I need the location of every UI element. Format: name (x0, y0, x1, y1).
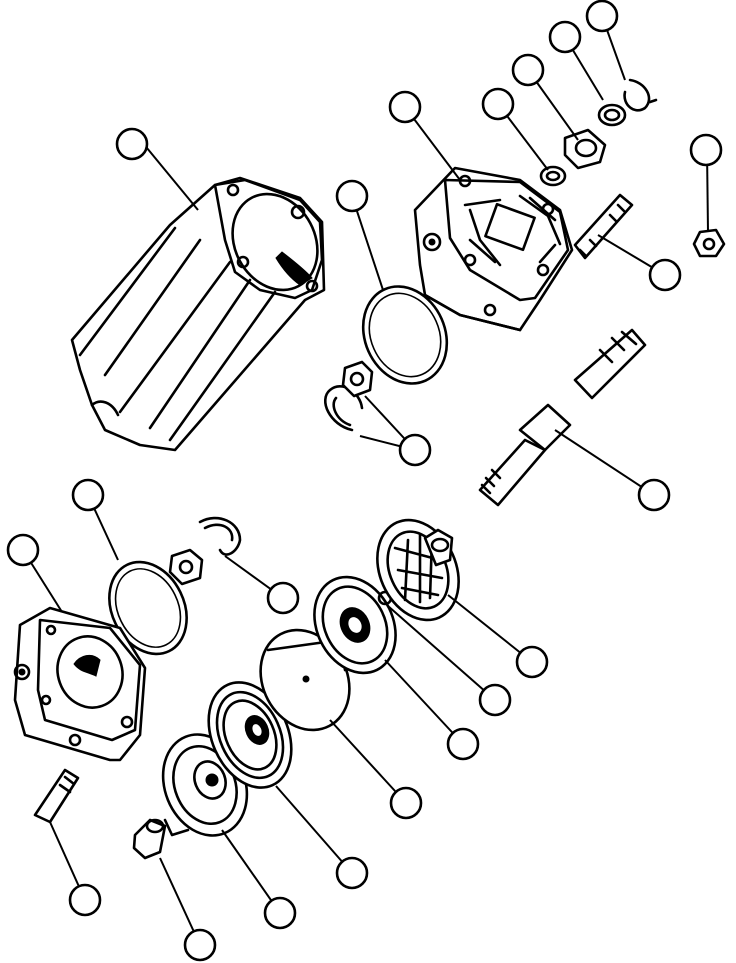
callout-3 (388, 90, 422, 124)
acorn-nut (692, 228, 726, 258)
end-cap-upper (413, 166, 574, 332)
stud-upper (573, 193, 634, 260)
callout-17 (446, 727, 480, 761)
o-ring-upper (361, 285, 449, 385)
callout-5 (511, 53, 545, 87)
end-cap-lower (13, 606, 147, 762)
callout-20 (263, 896, 297, 930)
callout-14 (266, 581, 300, 615)
callout-11 (637, 478, 671, 512)
callout-9 (648, 258, 682, 292)
callout-13 (6, 533, 40, 567)
bushing-1 (539, 165, 567, 187)
piston-seal (207, 681, 293, 789)
callout-4 (481, 87, 515, 121)
callout-2 (335, 179, 369, 213)
cylinder-barrel (70, 176, 326, 452)
callout-16 (478, 683, 512, 717)
callout-bubbles (6, 0, 723, 962)
callout-6 (548, 20, 582, 54)
callout-15 (515, 645, 549, 679)
piston-wheel (376, 518, 460, 622)
snap-ring-small (623, 78, 658, 112)
callout-19 (335, 856, 369, 890)
nut-upper (341, 360, 374, 398)
callout-18 (389, 786, 423, 820)
o-ring-lower (108, 560, 188, 656)
callout-10 (398, 433, 432, 467)
spacer (132, 818, 167, 860)
callout-1 (115, 127, 149, 161)
nut-lower (168, 548, 204, 586)
callout-12 (71, 478, 105, 512)
callout-21 (183, 928, 217, 962)
callout-7 (585, 0, 619, 33)
stud-lower (33, 768, 80, 824)
callout-8 (689, 133, 723, 167)
callout-22 (68, 883, 102, 917)
bushing-2 (563, 128, 607, 170)
retaining-ring-lower (198, 516, 242, 556)
bushing-3 (597, 103, 627, 127)
piston-rod (478, 328, 647, 507)
